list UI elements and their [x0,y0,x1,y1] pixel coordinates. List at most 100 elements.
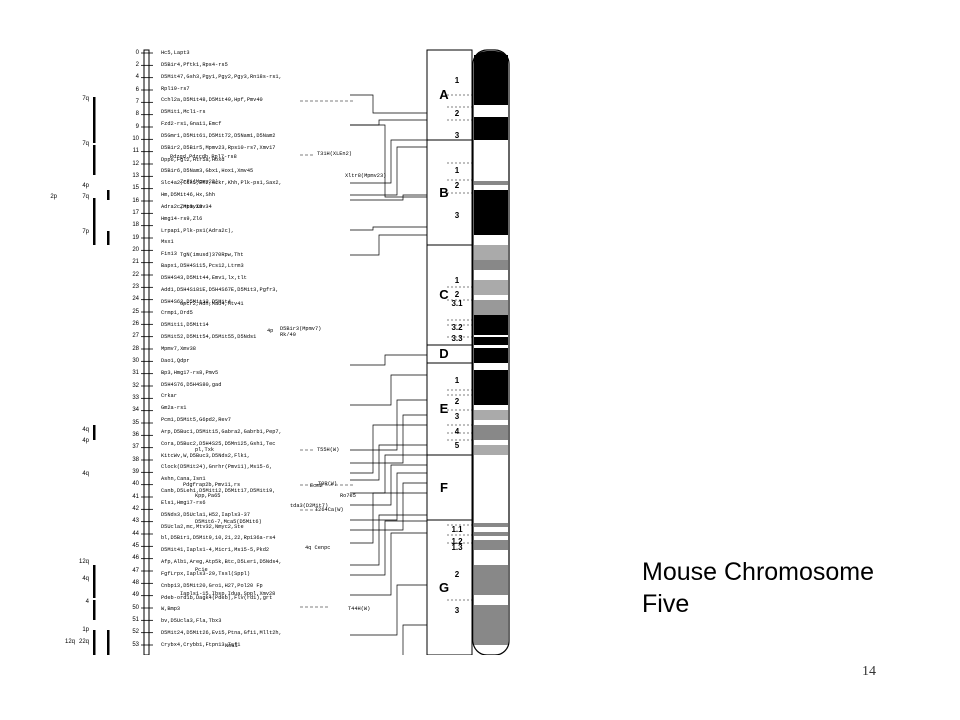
cm-position: 40 [132,481,139,488]
sub-band-label: 1 [454,276,460,285]
secondary-locus-label: Ro7e5 [340,493,356,499]
locus-label: Mpmv7,Xmv38 [161,346,196,352]
map-to-band-connector [350,414,427,464]
chromosome-band [474,425,508,440]
locus-label: Crmp1,Drd5 [161,310,193,317]
secondary-locus-label: Iapls1-15,Ibsp,Idua,Sppl,Xmv28 [180,591,276,597]
translocation-label: T55H(W) [317,447,340,453]
translocation-label: 4p [267,328,274,334]
major-band-label: E [439,401,449,416]
map-to-band-connector [402,624,427,655]
chromosome-band [474,337,508,345]
secondary-locus-label: tda3(D2Mit7) [290,503,329,509]
major-band-label: B [439,184,449,200]
locus-label: Pdeb-ord1b,Dagk4(Pdeb),Flv(rd1),grt [161,594,273,601]
chromosome-centromere-cap [474,51,508,71]
cm-position: 13 [132,172,139,179]
cm-position: 26 [132,320,139,327]
secondary-locus-label: pl,Txk [195,447,215,453]
sub-band-label: 1 [454,376,460,385]
cm-position: 30 [132,357,139,364]
locus-label: Dpp6,Fgl2,Htr5a,Hoxd [161,156,225,163]
human-homology-label: 22q [78,639,89,645]
human-homology-label: 4q [82,576,89,582]
map-to-band-connector [350,146,427,196]
human-homology-label: 4p [82,183,89,189]
sub-band-label: 5 [454,441,460,450]
map-to-band-connector [350,94,427,114]
cm-position: 33 [132,394,139,401]
locus-label: D5Mit52,D5Mit54,D5Mit55,D5Nds1 [161,334,257,341]
chromosome-band [474,532,508,536]
map-to-band-connector [350,444,427,481]
cm-position: 0 [135,49,139,56]
chromosome-band [474,130,508,140]
chromosome-band [474,260,508,270]
locus-label: Els1,Hmg17-rs6 [161,499,206,506]
locus-label: Gm2a-rs1 [161,405,187,412]
human-homology-label: 4 [85,599,89,605]
homology-bar [93,198,96,245]
slide-title: Mouse Chromosome Five [642,556,874,620]
cm-position: 10 [132,135,139,142]
cm-position: 48 [132,579,139,586]
map-to-band-connector [350,472,427,521]
sub-band-label: 2 [454,290,460,299]
major-band-label: D [439,346,449,361]
locus-label: D5Ucla2,mc,Mtv32,Nmyc2,Ste [161,523,244,530]
title-line-1: Mouse Chromosome [642,558,875,586]
cm-position: 45 [132,542,139,549]
locus-label: Bapx1,D5H4S115,Pcs12,Ltrm3 [161,263,244,270]
chromosome-band [474,181,508,185]
chromosome-band [474,300,508,315]
sub-band-label: 3.1 [451,299,463,308]
locus-label: Crybx4,Crybb1,Ftpn13,Tcf1 [161,642,241,648]
secondary-locus-label: Kpp,Pa65 [195,493,221,499]
map-to-band-connector [350,492,427,544]
locus-label: Crkar [161,393,177,400]
cm-position: 35 [132,419,139,426]
secondary-locus-label: Noa1 [225,643,238,649]
cm-position: 42 [132,505,139,512]
locus-label: W,Bmp3 [161,606,181,613]
locus-label: D5H4S76,D5H4S80,gad [161,381,222,388]
map-to-band-connector [350,514,427,566]
secondary-locus-label: Ecm2 [310,483,323,489]
cm-position: 17 [132,209,139,216]
chromosome-band [474,445,508,455]
sub-band-label: 3.3 [451,334,463,343]
locus-label: Pcm1,D5Mit5,G6pd2,Rev7 [161,417,231,424]
cm-position: 9 [135,123,139,130]
cm-position: 50 [132,604,139,611]
cm-position: 46 [132,555,139,562]
human-homology-label: 12q [64,639,75,645]
secondary-locus-label: Zrf1(Mpmv23) [180,179,219,185]
chromosome-band [474,280,508,295]
locus-label: Hm,D5Mit46,Hx,Shh [161,192,216,199]
cm-position: 21 [132,259,139,266]
cm-position: 36 [132,431,139,438]
cm-position: 47 [132,567,139,574]
cm-position: 19 [132,234,139,241]
cm-position: 34 [132,407,139,414]
locus-label: D5Mit47,Gsh3,Pgy1,Pgy2,Pgy3,Rn18s-rs1, [161,73,282,80]
locus-label: Clock(D5Mit24),Gnrhr(Pmv11),Ms15-6, [161,464,273,471]
cm-position: 37 [132,444,139,451]
secondary-locus-label: Pdgfrap2b,Pmv11,rs [183,482,241,488]
secondary-locus-label: TgN(imusd)370Rpw,Tht [180,252,244,258]
locus-label: Rpl19-rs7 [161,85,190,92]
homology-bar [93,97,96,143]
chromosome-band [474,605,508,645]
locus-label: Fzd2-rs1,Gnai1,Emcf [161,121,222,128]
cm-position: 53 [132,641,139,648]
secondary-locus-label: Znt3,Xmv34 [180,204,212,210]
band-column-outline [426,49,473,655]
cm-position: 23 [132,283,139,290]
cm-position: 4 [135,74,139,81]
chromosome-band [474,190,508,235]
locus-label: D5Mit24,D5Mit26,Evi5,Ptna,Gfi1,Mllt2h, [161,630,282,637]
secondary-locus-label: D5Mit6-7,Mca5(D5Mit6) [195,519,262,525]
genetic-map-bar [143,49,150,655]
homology-bar [93,630,96,655]
